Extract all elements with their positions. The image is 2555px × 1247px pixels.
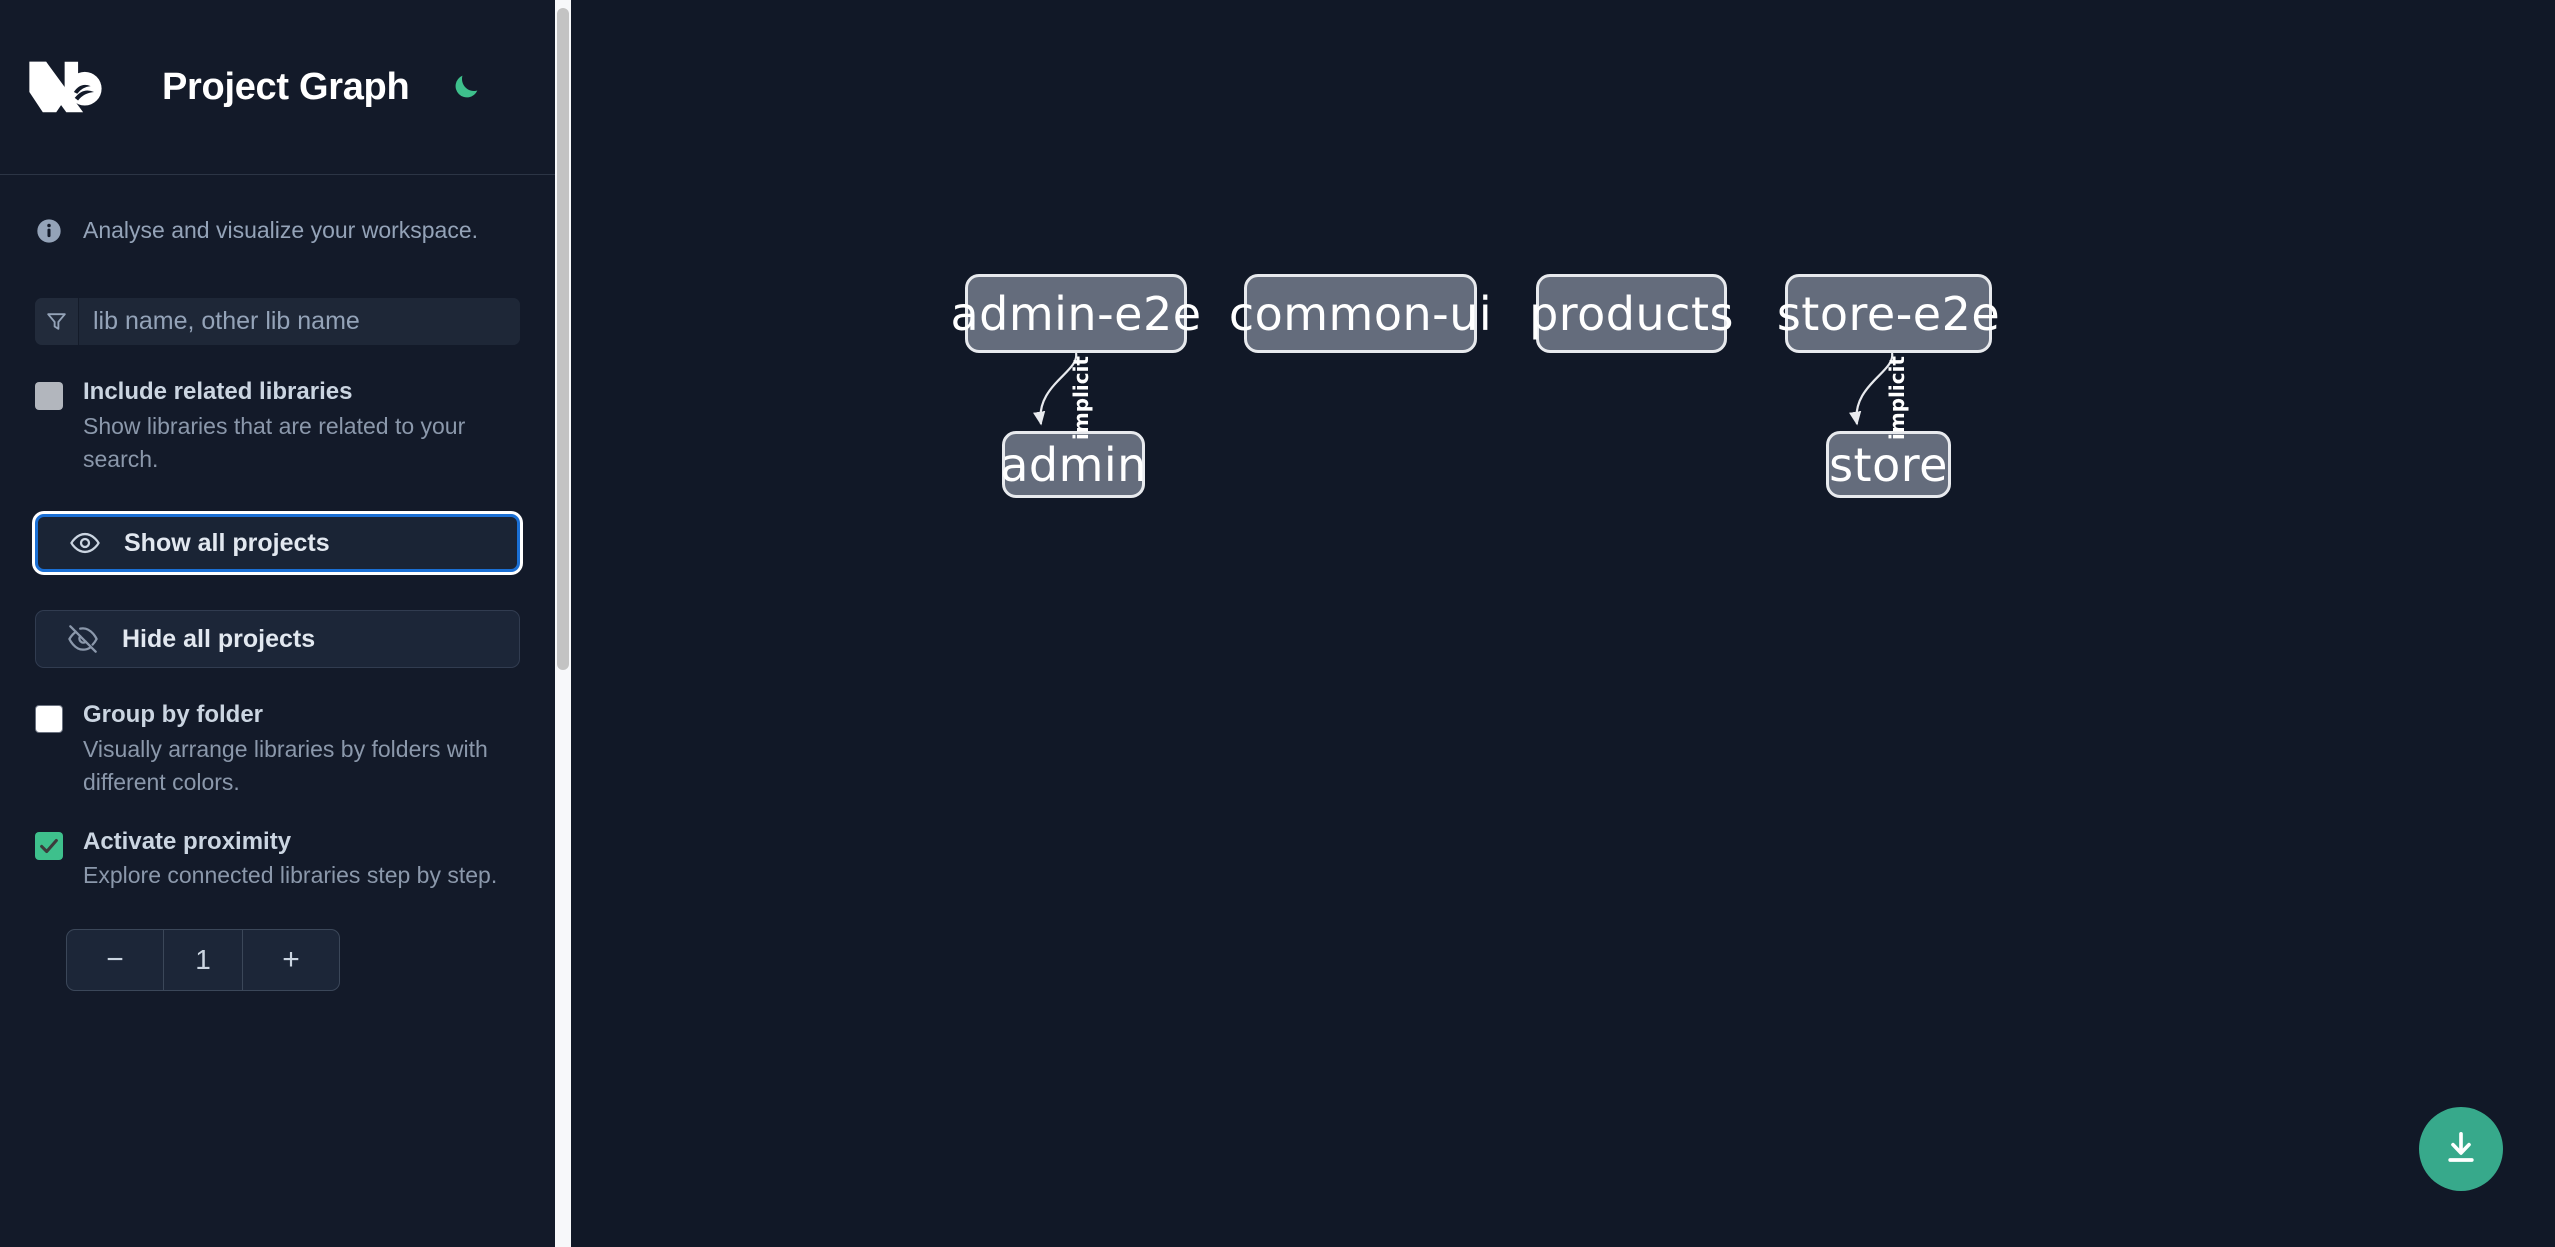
- sidebar: Project Graph Analyse and visualize your…: [0, 0, 555, 1247]
- group-by-folder-description: Visually arrange libraries by folders wi…: [83, 735, 488, 796]
- workspace-hint-text: Analyse and visualize your workspace.: [83, 217, 479, 244]
- search-field[interactable]: [35, 298, 520, 345]
- sidebar-body: Analyse and visualize your workspace. In…: [0, 175, 555, 991]
- show-all-projects-button[interactable]: Show all projects: [35, 514, 520, 573]
- eye-icon: [68, 526, 102, 560]
- include-related-libraries-checkbox[interactable]: [35, 382, 63, 410]
- graph-node-store-e2e[interactable]: store-e2e: [1777, 274, 2000, 353]
- eye-off-icon: [66, 622, 100, 656]
- sidebar-scrollbar-thumb[interactable]: [557, 8, 569, 670]
- nx-logo: [26, 55, 110, 119]
- option-include-related-libraries[interactable]: Include related libraries Show libraries…: [35, 378, 520, 476]
- graph-canvas[interactable]: admin-e2e common-ui products store-e2e admin…: [555, 0, 2555, 1247]
- proximity-increment-button[interactable]: +: [282, 942, 300, 976]
- proximity-decrement-button[interactable]: −: [106, 942, 124, 976]
- graph-node-admin-e2e[interactable]: admin-e2e: [950, 274, 1201, 353]
- proximity-stepper[interactable]: − 1 +: [66, 928, 340, 991]
- hide-all-projects-button[interactable]: Hide all projects: [35, 610, 520, 669]
- group-by-folder-checkbox[interactable]: [35, 705, 63, 734]
- info-icon: [35, 217, 63, 245]
- page-title: Project Graph: [162, 65, 410, 108]
- activate-proximity-description: Explore connected libraries step by step…: [83, 862, 498, 889]
- edge-label-admin-e2e-admin: implicit: [1069, 356, 1093, 440]
- option-activate-proximity[interactable]: Activate proximity Explore connected lib…: [35, 828, 520, 893]
- hide-all-projects-label: Hide all projects: [122, 624, 316, 653]
- download-icon: [2441, 1128, 2481, 1171]
- funnel-icon: [35, 298, 79, 345]
- graph-node-admin[interactable]: admin: [1000, 431, 1146, 498]
- show-all-projects-label: Show all projects: [124, 528, 330, 557]
- include-related-libraries-description: Show libraries that are related to your …: [83, 412, 466, 472]
- search-input[interactable]: [79, 298, 520, 345]
- sidebar-header: Project Graph: [0, 0, 555, 175]
- activate-proximity-label: Activate proximity: [83, 827, 292, 855]
- graph-edges: [1033, 352, 1894, 426]
- workspace-hint: Analyse and visualize your workspace.: [35, 175, 520, 245]
- proximity-value: 1: [163, 929, 243, 990]
- graph-node-common-ui[interactable]: common-ui: [1229, 274, 1492, 353]
- activate-proximity-checkbox[interactable]: [35, 831, 63, 860]
- option-group-by-folder[interactable]: Group by folder Visually arrange librari…: [35, 701, 520, 799]
- group-by-folder-label: Group by folder: [83, 701, 263, 729]
- download-graph-button[interactable]: [2419, 1107, 2503, 1191]
- sidebar-scrollbar[interactable]: [555, 0, 571, 1247]
- include-related-libraries-label: Include related libraries: [83, 378, 353, 405]
- moon-icon[interactable]: [445, 66, 487, 108]
- graph-node-products[interactable]: products: [1529, 274, 1733, 353]
- edge-label-store-e2e-store: implicit: [1885, 356, 1909, 440]
- graph-node-store[interactable]: store: [1826, 431, 1951, 498]
